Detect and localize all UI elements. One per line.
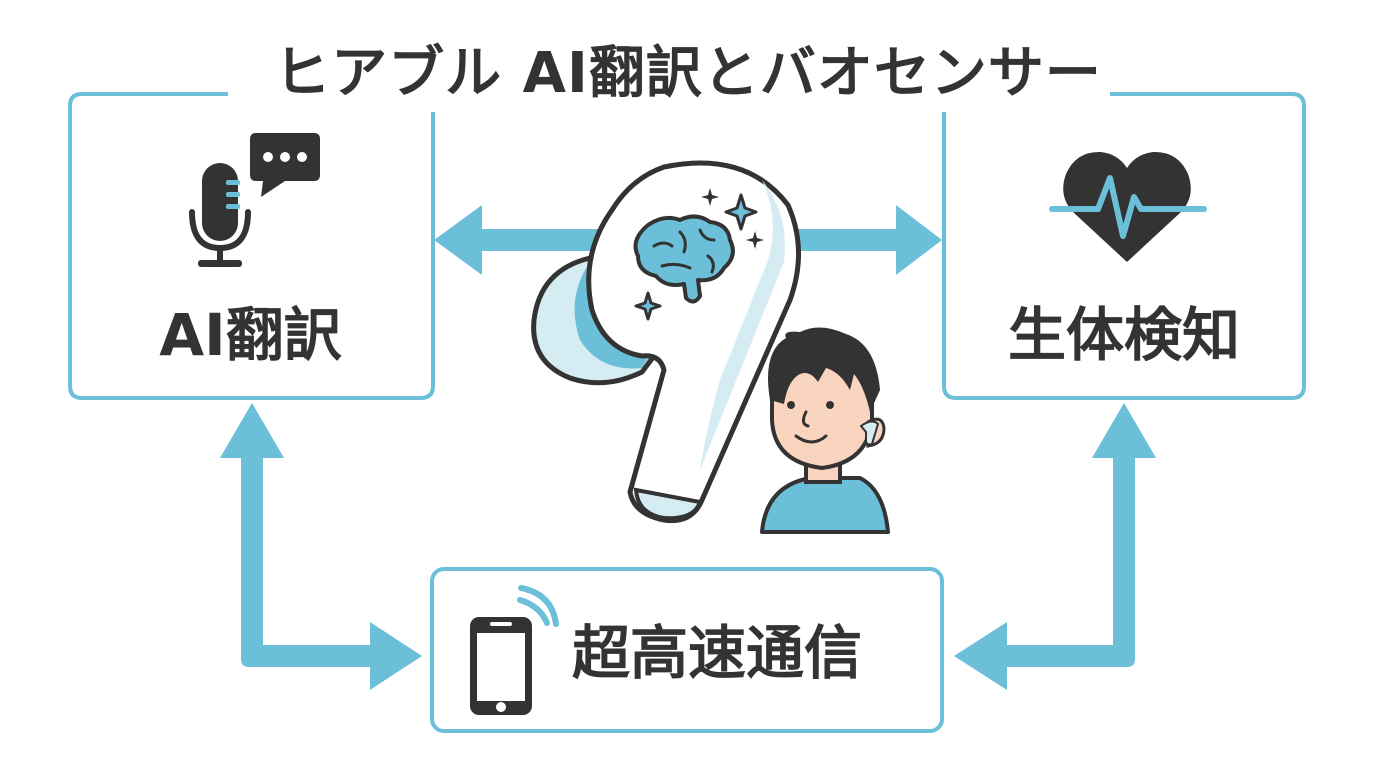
heart-pulse-icon (1049, 151, 1207, 262)
sparkle-icon (701, 188, 719, 206)
arrow-biosensing-communication (954, 403, 1156, 690)
arrow-translation-communication (220, 403, 422, 690)
arrow-to-biosensing (790, 205, 942, 275)
brain-icon (633, 214, 735, 304)
sparkle-icon (634, 291, 662, 321)
translation-label: AI翻訳 (159, 301, 342, 369)
translation-box (68, 92, 435, 400)
diagram-title: ヒアブル AI翻訳とバオセンサー (0, 38, 1376, 110)
communication-box (430, 567, 944, 733)
biosensing-label: 生体検知 (1007, 301, 1240, 369)
biosensing-box (942, 92, 1306, 400)
diagram-title-text: ヒアブル AI翻訳とバオセンサー (266, 41, 1110, 106)
microphone-speech-bubble-icon (189, 133, 320, 267)
person-wearing-earbud (760, 327, 890, 534)
sparkle-icon (724, 193, 758, 231)
communication-label: 超高速通信 (572, 619, 863, 687)
sparkle-icon (746, 231, 764, 249)
smartphone-signal-icon (470, 585, 559, 715)
small-earbud-icon (859, 420, 880, 446)
arrow-to-translation (434, 205, 598, 275)
earbud-brain-icon (531, 160, 801, 524)
